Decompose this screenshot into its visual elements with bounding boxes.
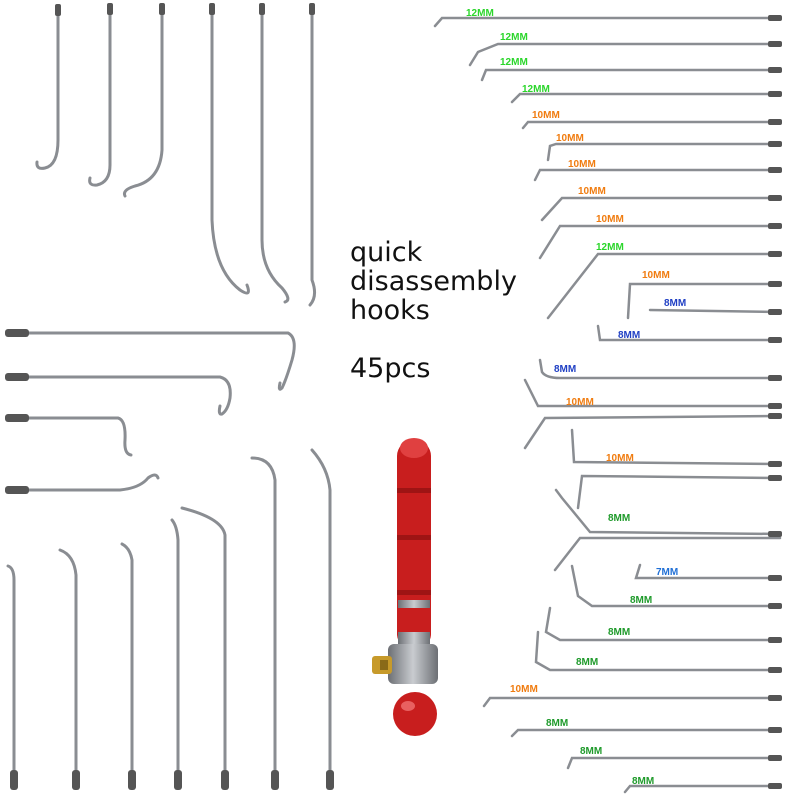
hook-rod — [123, 6, 164, 198]
rod — [510, 728, 782, 738]
size-label: 8MM — [554, 364, 576, 375]
rod — [623, 784, 782, 794]
rod — [566, 756, 782, 770]
rod — [8, 473, 160, 492]
rod — [480, 68, 782, 82]
rod — [8, 416, 133, 457]
size-label: 12MM — [466, 8, 494, 19]
rod — [170, 518, 180, 782]
headline-line: quick — [350, 237, 423, 268]
headline-line: hooks — [350, 295, 430, 326]
size-label: 12MM — [596, 242, 624, 253]
hook-rod — [260, 6, 290, 304]
rod — [468, 42, 782, 67]
rod — [180, 506, 227, 782]
rod — [648, 308, 782, 314]
rod — [546, 252, 782, 320]
rod — [433, 16, 782, 28]
size-label: 8MM — [546, 718, 568, 729]
right-rod-tips — [768, 15, 782, 789]
size-label: 10MM — [566, 397, 594, 408]
rod — [523, 414, 782, 450]
size-label: 10MM — [568, 159, 596, 170]
rod — [482, 696, 782, 708]
rod — [634, 563, 782, 580]
size-label: 8MM — [630, 595, 652, 606]
size-label: 10MM — [596, 214, 624, 225]
right-rods — [433, 16, 782, 794]
rod — [544, 606, 782, 642]
headline: quick disassembly hooks — [350, 238, 517, 325]
rod — [8, 375, 232, 416]
size-label: 8MM — [608, 513, 630, 524]
hook-rod — [210, 6, 250, 295]
rod — [120, 542, 134, 782]
rod — [534, 630, 782, 672]
left-horizontal-rods — [8, 331, 296, 492]
hook-rod — [88, 6, 112, 187]
hook-rod — [35, 8, 60, 170]
hook-rod — [308, 6, 317, 307]
size-label: 12MM — [500, 32, 528, 43]
rod — [546, 142, 782, 162]
size-label: 8MM — [576, 657, 598, 668]
size-label: 10MM — [510, 684, 538, 695]
bottom-left-rod-tips — [10, 770, 334, 790]
handle-collar — [398, 600, 430, 608]
size-label: 8MM — [618, 330, 640, 341]
rod — [6, 564, 16, 782]
headline-line: disassembly — [350, 266, 517, 297]
size-labels: 12MM 12MM 12MM 12MM 10MM 10MM 10MM 10MM … — [466, 8, 686, 787]
piece-count: 45pcs — [350, 353, 431, 384]
size-label: 8MM — [632, 776, 654, 787]
rod — [570, 564, 782, 608]
rod — [58, 548, 78, 782]
rod — [250, 456, 277, 782]
size-label: 10MM — [606, 453, 634, 464]
size-label: 8MM — [608, 627, 630, 638]
size-label: 8MM — [580, 746, 602, 757]
size-label: 10MM — [642, 270, 670, 281]
size-label: 8MM — [664, 298, 686, 309]
size-label: 10MM — [556, 133, 584, 144]
size-label: 12MM — [500, 57, 528, 68]
rod — [554, 488, 782, 536]
quick-release-handle — [372, 438, 438, 736]
rod — [626, 282, 782, 320]
size-label: 12MM — [522, 84, 550, 95]
top-left-hooks — [35, 6, 317, 307]
handle-knob — [393, 692, 437, 736]
rod — [8, 331, 296, 391]
bottom-left-rods — [6, 448, 332, 782]
rod — [510, 92, 782, 104]
rod — [533, 168, 782, 182]
rod — [523, 378, 782, 408]
size-label: 10MM — [578, 186, 606, 197]
rod — [596, 324, 782, 342]
size-label: 10MM — [532, 110, 560, 121]
rod — [553, 536, 782, 572]
handle-chuck — [388, 644, 438, 684]
top-left-hook-tips — [55, 3, 315, 16]
rod — [538, 358, 782, 380]
handle-grip — [397, 440, 431, 650]
left-rod-tips — [5, 329, 29, 494]
rod — [540, 196, 782, 222]
rod — [576, 474, 782, 510]
rod — [570, 428, 782, 466]
rod — [538, 224, 782, 260]
rod — [310, 448, 332, 782]
size-label: 7MM — [656, 567, 678, 578]
rod — [521, 120, 782, 130]
